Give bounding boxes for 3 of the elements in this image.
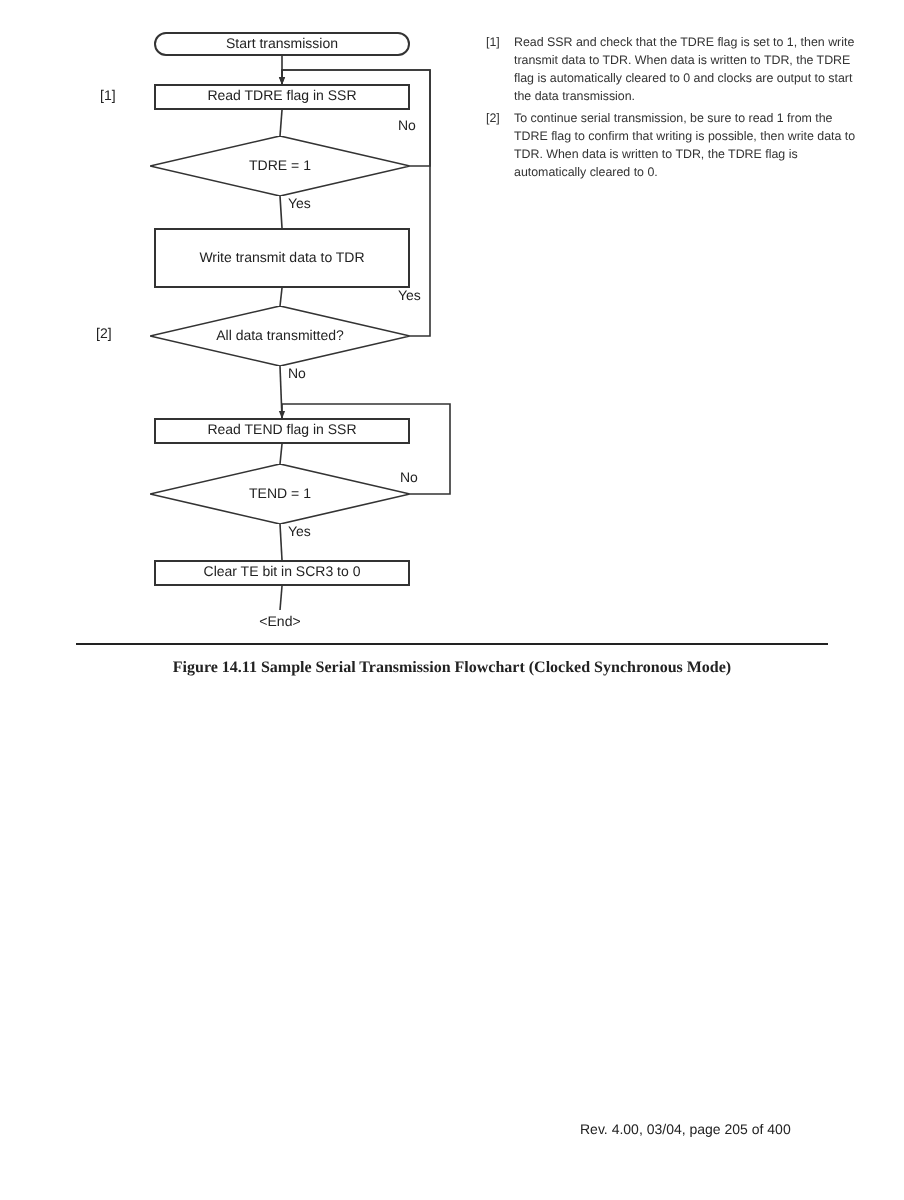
connector-arrow — [278, 69, 431, 337]
connector-arrow — [278, 403, 451, 495]
figure-caption: Figure 14.11 Sample Serial Transmission Flowchart (Clocked Synchronous Mode) — [170, 656, 734, 680]
